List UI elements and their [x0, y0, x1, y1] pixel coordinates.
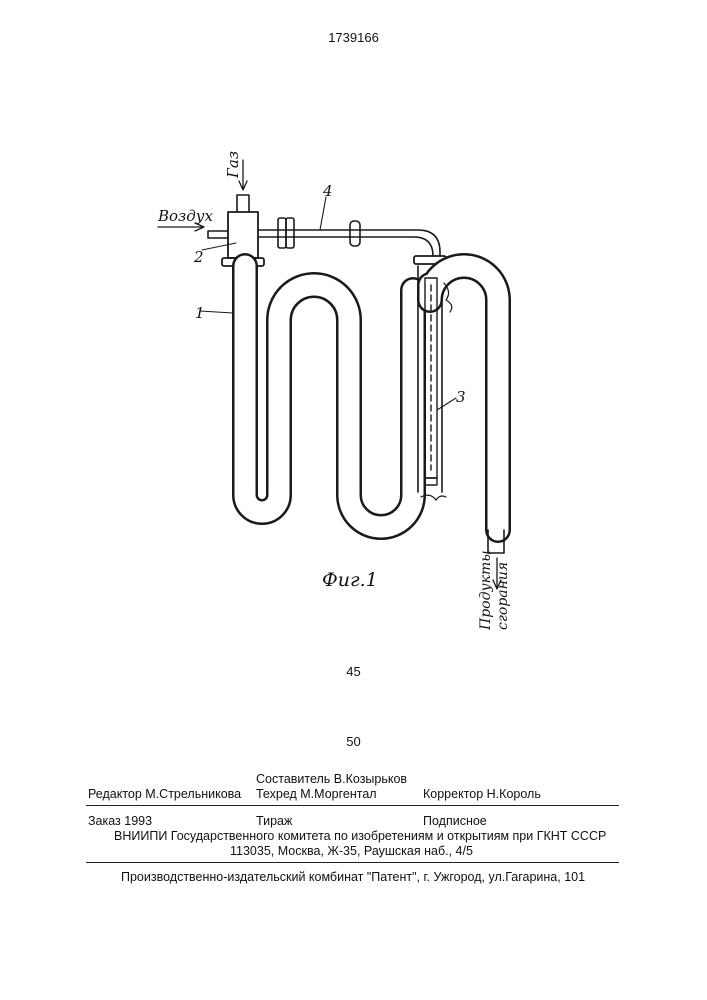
line-number-50: 50	[0, 734, 707, 749]
air-label: Воздух	[157, 207, 213, 225]
subscription-line: Подписное	[423, 814, 487, 828]
products-label-line1: Продукты	[478, 550, 494, 631]
editor-line: Редактор М.Стрельникова	[88, 787, 241, 801]
circulation-line: Тираж	[256, 814, 292, 828]
part-4-label: 4	[322, 182, 333, 200]
products-label-line2: сгорания	[495, 562, 511, 630]
figure-1-drawing: Газ Воздух 2 1 4 3 Фиг.1 Продукты сгоран…	[0, 0, 707, 660]
bypass-flange-1	[278, 218, 286, 248]
line-number-45: 45	[0, 664, 707, 679]
imprint-divider-bottom	[86, 862, 619, 863]
mixer-body	[228, 212, 258, 258]
part-2-label: 2	[193, 248, 204, 266]
leader-part4	[320, 197, 326, 230]
part-1-label: 1	[195, 304, 205, 322]
bypass-flange-2	[286, 218, 294, 248]
leader-part3	[437, 398, 456, 410]
leader-part1	[200, 311, 233, 313]
publisher-line: Производственно-издательский комбинат "П…	[121, 870, 585, 884]
corrector-line: Корректор Н.Король	[423, 787, 541, 801]
part-3-label: 3	[456, 388, 466, 406]
address-line: 113035, Москва, Ж-35, Раушская наб., 4/5	[230, 844, 473, 858]
bypass-valve	[350, 221, 360, 246]
figure-caption: Фиг.1	[322, 569, 378, 591]
burner-insert-tip	[425, 478, 437, 485]
imprint-divider-top	[86, 805, 619, 806]
order-line: Заказ 1993	[88, 814, 152, 828]
composer-line: Составитель В.Козырьков	[256, 772, 407, 786]
gas-inlet-pipe	[237, 195, 249, 212]
techred-line: Техред М.Моргентал	[256, 787, 377, 801]
organization-line: ВНИИПИ Государственного комитета по изоб…	[114, 829, 606, 843]
air-inlet-pipe	[208, 231, 228, 238]
gas-label: Газ	[224, 151, 242, 179]
leader-part2	[202, 243, 236, 250]
